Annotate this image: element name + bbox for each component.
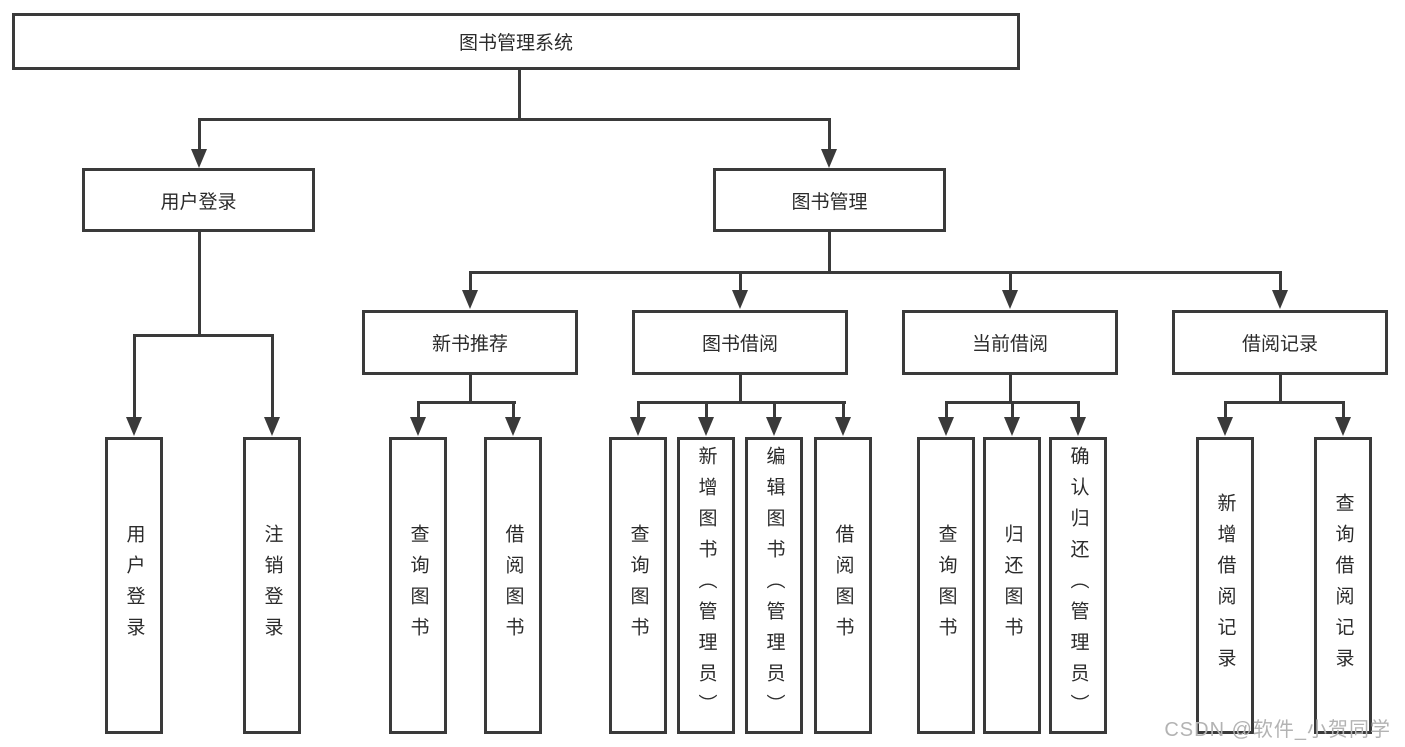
edge-to-leaf-return-book [1011,401,1014,420]
node-borrowing-records: 借阅记录 [1172,310,1388,375]
edge-to-leaf-user-login [133,334,136,420]
edge-to-leaf-add-record [1224,401,1227,420]
edge-to-leaf-query-book-1 [417,401,420,420]
node-leaf-confirm-return-admin: 确认归还（管理员） [1049,437,1107,734]
edge-root-stem [518,70,521,120]
arrowhead-leaf-confirm-return [1070,417,1086,436]
edge-to-leaf-query-record [1342,401,1345,420]
edge-user-login-stem [198,232,201,337]
node-label: 查询图书 [407,523,429,648]
node-leaf-return-book: 归还图书 [983,437,1041,734]
edge-to-leaf-query-book-2 [637,401,640,420]
node-label: 查询图书 [627,523,649,648]
edge-book-mgmt-bus [469,271,1282,274]
node-user-login: 用户登录 [82,168,315,232]
edge-borrow-record-stem [1279,374,1282,404]
arrowhead-book-mgmt [821,149,837,168]
arrowhead-leaf-query-book-1 [410,417,426,436]
arrowhead-leaf-return-book [1004,417,1020,436]
node-leaf-query-book-1: 查询图书 [389,437,447,734]
edge-root-to-book-mgmt [828,118,831,152]
node-leaf-user-login: 用户登录 [105,437,163,734]
edge-new-book-rec-stem [469,374,472,404]
node-book-borrowing: 图书借阅 [632,310,848,375]
edge-to-leaf-edit-book [773,401,776,420]
arrowhead-leaf-query-record [1335,417,1351,436]
node-leaf-borrow-book-1: 借阅图书 [484,437,542,734]
edge-to-current-borrow [1009,271,1012,293]
arrowhead-leaf-logout [264,417,280,436]
edge-to-book-borrow [739,271,742,293]
node-label: 查询借阅记录 [1332,492,1354,679]
node-label: 编辑图书（管理员） [763,446,785,725]
arrowhead-leaf-add-record [1217,417,1233,436]
node-leaf-add-borrow-record: 新增借阅记录 [1196,437,1254,734]
node-leaf-query-borrow-record: 查询借阅记录 [1314,437,1372,734]
node-root: 图书管理系统 [12,13,1020,70]
arrowhead-leaf-borrow-book-2 [835,417,851,436]
arrowhead-user-login [191,149,207,168]
arrowhead-leaf-edit-book [766,417,782,436]
arrowhead-new-book-rec [462,290,478,309]
node-label: 查询图书 [935,523,957,648]
edge-to-new-book-rec [469,271,472,293]
node-leaf-query-book-3: 查询图书 [917,437,975,734]
edge-to-leaf-add-book [705,401,708,420]
node-label: 借阅图书 [502,523,524,648]
node-label: 确认归还（管理员） [1067,446,1089,725]
node-leaf-logout: 注销登录 [243,437,301,734]
arrowhead-leaf-borrow-book-1 [505,417,521,436]
edge-root-bus [198,118,831,121]
node-label: 注销登录 [261,523,283,648]
arrowhead-leaf-user-login [126,417,142,436]
edge-user-login-bus [133,334,274,337]
edge-to-leaf-query-book-3 [945,401,948,420]
arrowhead-leaf-query-book-3 [938,417,954,436]
arrowhead-book-borrow [732,290,748,309]
arrowhead-current-borrow [1002,290,1018,309]
node-book-management: 图书管理 [713,168,946,232]
edge-borrow-record-bus [1224,401,1345,404]
watermark: CSDN @软件_小贺同学 [1164,719,1391,741]
edge-to-leaf-confirm-return [1077,401,1080,420]
edge-book-mgmt-stem [828,232,831,274]
node-label: 归还图书 [1001,523,1023,648]
edge-root-to-user-login [198,118,201,152]
edge-book-borrow-stem [739,374,742,404]
node-current-borrowing: 当前借阅 [902,310,1118,375]
edge-to-borrow-record [1279,271,1282,293]
edge-current-borrow-stem [1009,374,1012,404]
edge-to-leaf-borrow-book-2 [842,401,845,420]
node-leaf-borrow-book-2: 借阅图书 [814,437,872,734]
edge-to-leaf-borrow-book-1 [512,401,515,420]
node-label: 新增借阅记录 [1214,492,1236,679]
edge-new-book-rec-bus [417,401,516,404]
edge-to-leaf-logout [271,334,274,420]
edge-book-borrow-bus [637,401,846,404]
node-leaf-edit-book-admin: 编辑图书（管理员） [745,437,803,734]
arrowhead-borrow-record [1272,290,1288,309]
arrowhead-leaf-add-book [698,417,714,436]
node-leaf-query-book-2: 查询图书 [609,437,667,734]
node-label: 新增图书（管理员） [695,446,717,725]
node-label: 用户登录 [123,523,145,648]
node-leaf-add-book-admin: 新增图书（管理员） [677,437,735,734]
arrowhead-leaf-query-book-2 [630,417,646,436]
node-label: 借阅图书 [832,523,854,648]
node-new-book-recommend: 新书推荐 [362,310,578,375]
